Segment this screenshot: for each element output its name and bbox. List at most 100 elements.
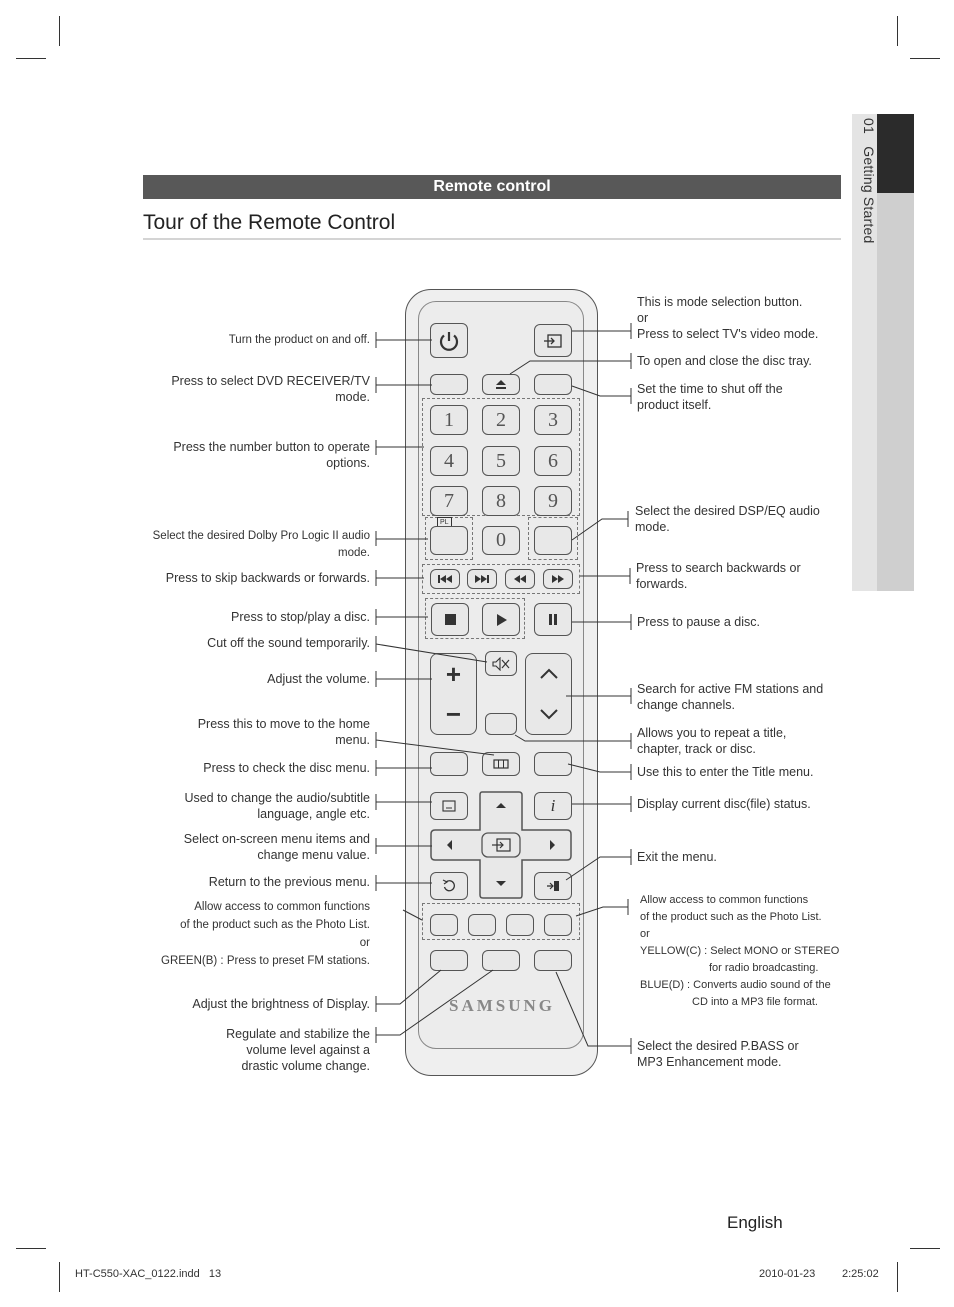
label-info: Display current disc(file) status. [637,797,811,811]
rewind-icon [514,575,526,583]
blue-d-button[interactable] [544,914,572,936]
number-9-button[interactable]: 9 [534,486,572,516]
number-6-button[interactable]: 6 [534,446,572,476]
page-title: Tour of the Remote Control [143,211,396,234]
crop-mark [16,1248,46,1249]
label-disc-menu: Press to check the disc menu. [203,761,370,775]
number-5-button[interactable]: 5 [482,446,520,476]
channel-down-icon[interactable] [539,708,559,720]
chapter-tab-strip [877,193,914,591]
home-button[interactable] [482,752,520,776]
nav-left-button[interactable] [432,832,478,858]
dimmer-button[interactable] [430,950,468,971]
footer-language: English [727,1213,783,1232]
label-color-right-line3: or [640,928,650,940]
section-header: Remote control [143,175,841,199]
channel-up-icon[interactable] [539,668,559,680]
pause-icon [549,614,557,625]
crop-mark [910,1248,940,1249]
pbass-button[interactable] [534,950,572,971]
volume-down-icon[interactable]: − [445,699,462,729]
label-color-right-line6: BLUE(D) : Converts audio sound of the [640,979,831,991]
skip-back-icon [438,575,452,583]
dsp-eq-button[interactable] [534,526,572,555]
audio-subtitle-icon [442,800,456,812]
disc-menu-button[interactable] [430,752,468,776]
power-button[interactable] [430,323,468,358]
label-exit: Exit the menu. [637,850,717,864]
number-2-button[interactable]: 2 [482,405,520,435]
label-mute: Cut off the sound temporarily. [207,636,370,650]
yellow-c-button[interactable] [506,914,534,936]
red-a-button[interactable] [430,914,458,936]
tv-source-button[interactable] [534,324,572,357]
number-8-button[interactable]: 8 [482,486,520,516]
search-forward-button[interactable] [543,569,573,589]
skip-forward-button[interactable] [467,569,497,589]
chapter-tab-label: 01 Getting Started [853,118,877,418]
green-b-button[interactable] [468,914,496,936]
label-number-buttons: Press the number button to operate optio… [173,440,370,470]
volume-up-icon[interactable]: + [445,659,462,689]
open-close-button[interactable] [482,374,520,395]
label-home: Press this to move to the home menu. [197,717,370,747]
label-power: Turn the product on and off. [228,334,370,346]
skip-forward-icon [475,575,489,583]
footer-file-name: HT-C550-XAC_0122.indd 13 [75,1268,222,1280]
crop-mark [910,58,940,59]
number-0-button[interactable]: 0 [482,526,520,555]
skip-back-button[interactable] [430,569,460,589]
enter-button[interactable] [482,833,520,857]
nav-up-button[interactable] [482,793,520,825]
title-menu-button[interactable] [534,752,572,776]
mute-button[interactable] [485,651,517,676]
nav-down-button[interactable] [482,865,520,897]
exit-button[interactable] [534,872,572,900]
eject-icon [496,380,506,389]
crop-mark [897,16,898,46]
label-color-right-line7: CD into a MP3 file format. [692,996,818,1008]
sleep-button[interactable] [534,374,572,395]
pause-button[interactable] [534,603,572,636]
crop-mark [16,58,46,59]
nav-right-button[interactable] [524,832,570,858]
label-title-menu: Use this to enter the Title menu. [637,765,814,779]
label-select: Select on-screen menu items and change m… [183,832,370,862]
number-1-button[interactable]: 1 [430,405,468,435]
dvd-receiver-tv-button[interactable] [430,374,468,395]
crop-mark [59,1262,60,1292]
tuning-rocker[interactable] [525,653,572,735]
play-button[interactable] [482,603,520,636]
label-color-right-line4: YELLOW(C) : Select MONO or STEREO [640,945,840,957]
chapter-title: Getting Started [861,146,877,244]
label-color-right-line1: Allow access to common functions [640,894,809,906]
label-color-right-line2: of the product such as the Photo List. [640,911,822,923]
dolby-plii-button[interactable] [430,526,468,555]
label-volume: Adjust the volume. [267,672,370,686]
number-3-button[interactable]: 3 [534,405,572,435]
title-divider [143,238,841,240]
label-smart-volume: Regulate and stabilize the volume level … [226,1027,370,1073]
label-color-left-line2: of the product such as the Photo List. [180,919,370,931]
label-color-left-line1: Allow access to common functions [194,901,370,913]
number-7-button[interactable]: 7 [430,486,468,516]
volume-rocker[interactable]: + − [430,653,477,735]
return-button[interactable] [430,872,468,900]
audio-subtitle-button[interactable] [430,792,468,820]
label-mode-line1: This is mode selection button. [637,295,803,309]
smart-volume-button[interactable] [482,950,520,971]
stop-button[interactable] [431,603,469,636]
label-color-buttons-left: Allow access to common functions of the … [120,898,370,970]
exit-icon [547,881,559,891]
label-repeat: Allows you to repeat a title, chapter, t… [637,726,787,756]
label-mode-line3: Press to select TV's video mode. [637,327,819,341]
color-button-group [422,903,580,940]
info-button[interactable]: i [534,792,572,820]
label-sleep: Set the time to shut off the product its… [637,382,783,412]
search-back-button[interactable] [505,569,535,589]
label-pause: Press to pause a disc. [637,615,760,629]
return-icon [442,879,455,892]
repeat-button[interactable] [485,713,517,735]
label-stop-play: Press to stop/play a disc. [231,610,370,624]
number-4-button[interactable]: 4 [430,446,468,476]
